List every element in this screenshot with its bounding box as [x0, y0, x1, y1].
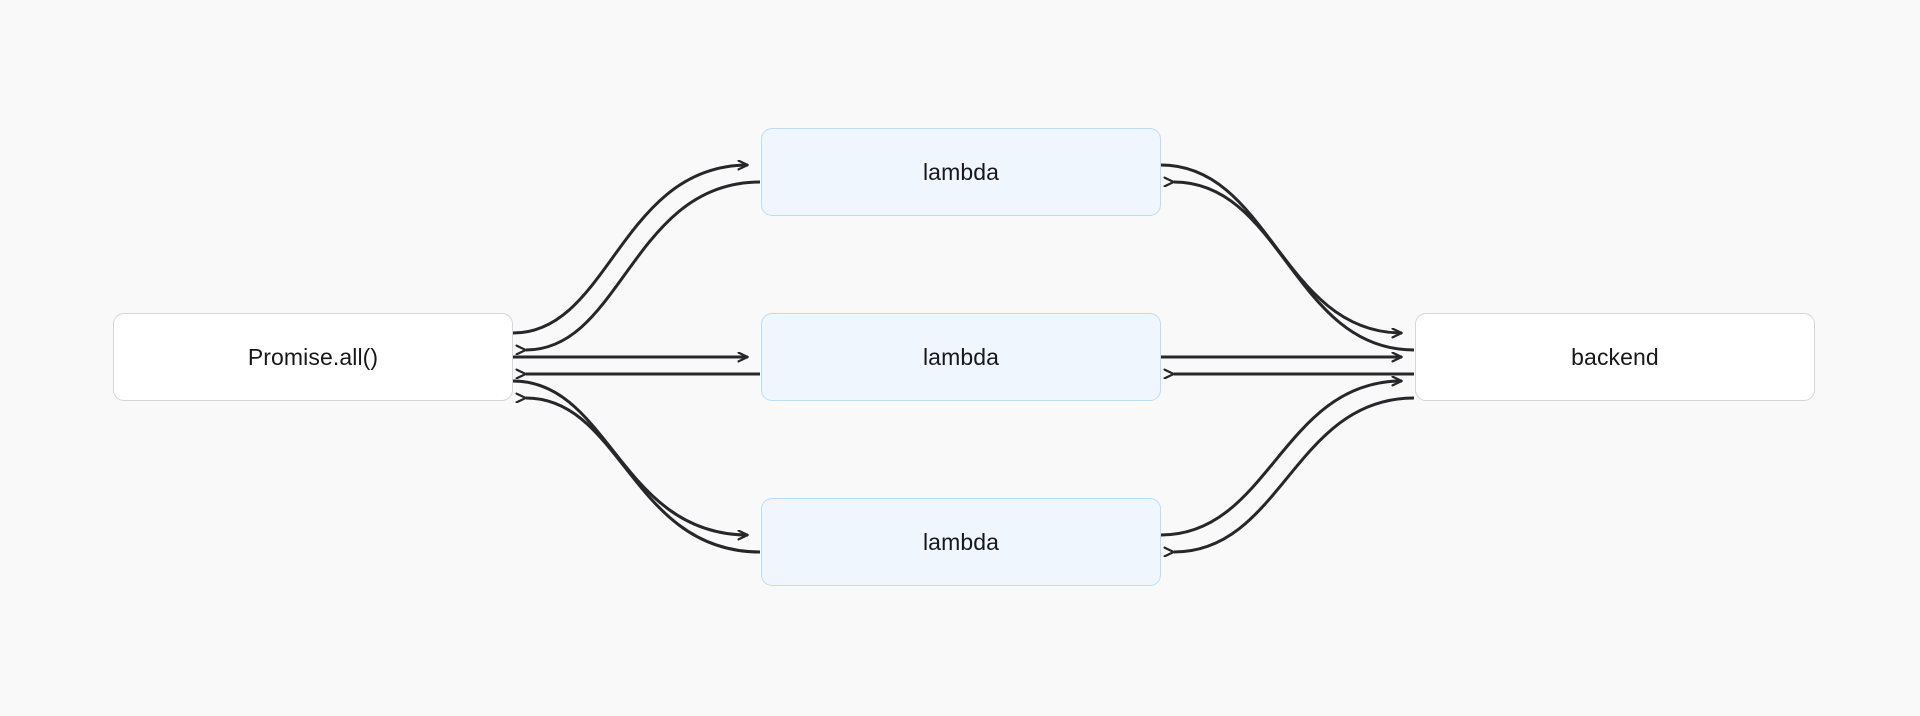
edge-promise-to-lambda-top	[512, 165, 748, 335]
node-promise-all[interactable]: Promise.all()	[113, 313, 513, 401]
node-backend[interactable]: backend	[1415, 313, 1815, 401]
node-lambda-top-label: lambda	[922, 158, 1000, 185]
edge-lambda-bottom-to-promise	[526, 398, 761, 554]
node-lambda-bottom-label: lambda	[922, 528, 1000, 555]
edge-lambda-top-to-promise	[526, 180, 761, 350]
edge-lambda-bottom-to-backend	[1160, 381, 1402, 537]
edge-lambda-top-to-backend	[1160, 163, 1402, 333]
node-lambda-middle[interactable]: lambda	[761, 313, 1161, 401]
edge-backend-to-lambda-top	[1174, 182, 1415, 352]
node-backend-label: backend	[1571, 343, 1659, 370]
edge-backend-to-lambda-bottom	[1174, 396, 1415, 552]
node-lambda-bottom[interactable]: lambda	[761, 498, 1161, 586]
node-promise-all-label: Promise.all()	[247, 343, 379, 370]
edge-promise-to-lambda-bottom	[512, 379, 748, 535]
node-lambda-middle-label: lambda	[922, 343, 1000, 370]
node-lambda-top[interactable]: lambda	[761, 128, 1161, 216]
